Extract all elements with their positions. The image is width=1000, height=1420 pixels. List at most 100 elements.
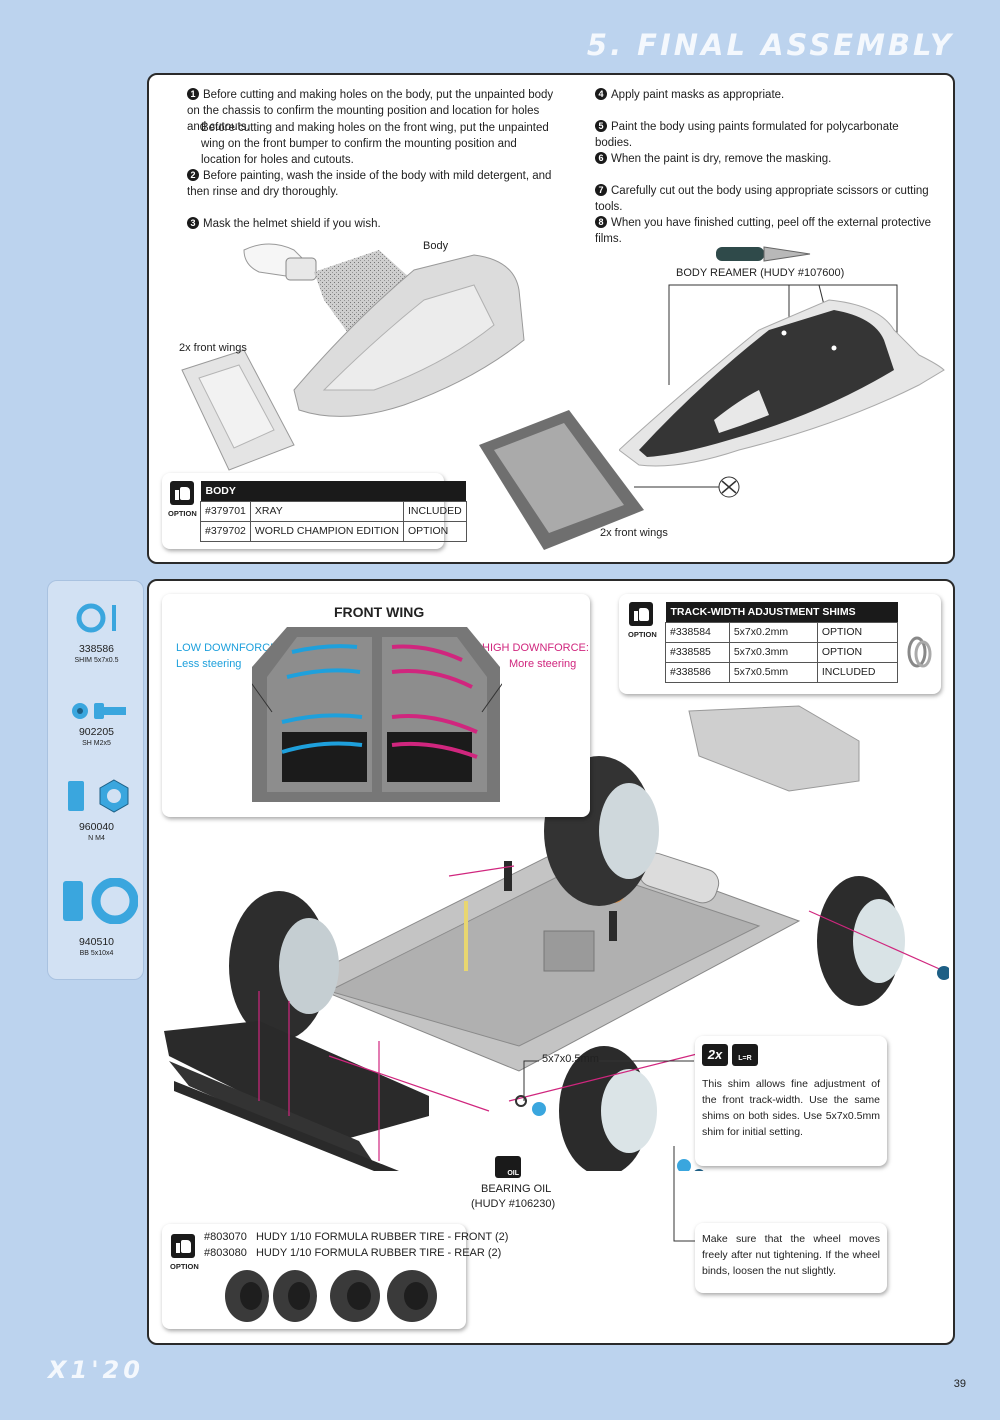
step-number: 6: [595, 152, 607, 164]
front-wing-card: FRONT WING LOW DOWNFORCE: Less steering …: [162, 594, 590, 817]
shim-note-text: This shim allows fine adjustment of the …: [702, 1078, 880, 1138]
table-row: #338584 5x7x0.2mm OPTION: [665, 621, 899, 643]
part-code: #338585: [665, 641, 730, 663]
part-code: #338584: [665, 621, 730, 643]
oil-icon: OIL: [495, 1156, 521, 1178]
table-row: #379701 XRAY INCLUDED: [200, 500, 467, 522]
front-wings-sheet-illustration: [479, 410, 740, 550]
shim-stack-icon: [907, 636, 932, 668]
step-number: 1: [187, 88, 199, 100]
part-code: #379701: [200, 500, 251, 522]
table-header: TRACK-WIDTH ADJUSTMENT SHIMS: [665, 602, 898, 622]
wheel-note-card: Make sure that the wheel moves freely af…: [695, 1223, 887, 1293]
part-code: #338586: [665, 661, 730, 683]
thumbs-up-icon: [170, 481, 194, 505]
part-code: #379702: [200, 520, 251, 542]
step-4: 4 Apply paint masks as appropriate.: [595, 87, 935, 103]
part-description: BB 5x10x4: [79, 950, 114, 957]
step-number: 2: [187, 169, 199, 181]
part-name: WORLD CHAMPION EDITION: [249, 520, 404, 542]
body-reamer-icon: [716, 246, 811, 262]
part-status: OPTION: [402, 520, 467, 542]
part-size: 5x7x0.5mm: [728, 661, 818, 683]
screw-icon: [72, 703, 126, 719]
shim-callout-line: [523, 1060, 694, 1101]
front-wings-label-2: 2x front wings: [600, 527, 668, 539]
option-label: OPTION: [170, 1262, 199, 1271]
part-number: 940510: [78, 936, 115, 948]
reamer-label: BODY REAMER (HUDY #107600): [676, 267, 845, 279]
shim-icon: [76, 603, 116, 633]
front-wing-title: FRONT WING: [334, 604, 425, 620]
left-equals-right-icon: L=R: [732, 1044, 758, 1066]
step-text: Carefully cut out the body using appropr…: [595, 185, 929, 213]
thumbs-up-icon: [171, 1234, 195, 1258]
step-1b: Before cutting and making holes on the f…: [201, 120, 557, 168]
two-x-icon: 2x: [702, 1044, 728, 1066]
wheel-note-line: [673, 1146, 695, 1242]
front-wing-illustration: [252, 627, 502, 802]
step-text: Apply paint masks as appropriate.: [611, 89, 785, 101]
body-option-table: BODY #379701 XRAY INCLUDED #379702 WORLD…: [200, 481, 467, 542]
tires-illustration: [225, 1270, 437, 1322]
table-row: #338585 5x7x0.3mm OPTION: [665, 641, 899, 663]
body-option-card: OPTION BODY #379701 XRAY INCLUDED #37970…: [162, 473, 467, 549]
step-text: Before painting, wash the inside of the …: [187, 170, 552, 198]
step-3: 3 Mask the helmet shield if you wish.: [187, 216, 557, 232]
wheel-assembly-panel: FRONT WING LOW DOWNFORCE: Less steering …: [147, 579, 955, 1345]
part-status: INCLUDED: [816, 661, 899, 683]
step-number: 8: [595, 216, 607, 228]
bearing-oil-label: BEARING OIL: [481, 1183, 552, 1195]
tire-rear-line: #803080 HUDY 1/10 FORMULA RUBBER TIRE - …: [204, 1247, 502, 1259]
bearing-oil-code: (HUDY #106230): [471, 1198, 556, 1210]
wheel-note-text: Make sure that the wheel moves freely af…: [702, 1233, 880, 1277]
part-number: 960040: [78, 821, 115, 833]
shim-callout-label: 5x7x0.5mm: [542, 1053, 599, 1065]
ball-bearing-icon: [63, 878, 138, 924]
option-label: OPTION: [168, 509, 197, 518]
painted-body-illustration: [619, 284, 945, 467]
part-description: N M4: [88, 835, 105, 842]
part-number: 902205: [78, 726, 115, 738]
parts-sidebar: 338586 SHIM 5x7x0.5 902205 SH M2x5 96004…: [47, 580, 144, 980]
step-text: Paint the body using paints formulated f…: [595, 121, 899, 149]
part-status: INCLUDED: [402, 500, 467, 522]
part-description: SH M2x5: [82, 740, 111, 747]
page-number: 39: [953, 1378, 966, 1390]
front-wings-label: 2x front wings: [179, 342, 247, 354]
shims-option-card: OPTION TRACK-WIDTH ADJUSTMENT SHIMS #338…: [619, 594, 941, 694]
shim-note-card: 2x L=R This shim allows fine adjustment …: [695, 1036, 887, 1166]
part-status: OPTION: [816, 621, 899, 643]
part-number: 338586: [78, 643, 115, 655]
table-row: #379702 WORLD CHAMPION EDITION OPTION: [200, 520, 467, 542]
part-size: 5x7x0.2mm: [728, 621, 818, 643]
option-label: OPTION: [628, 630, 657, 639]
section-title: 5. FINAL ASSEMBLY: [586, 28, 954, 62]
part-name: XRAY: [249, 500, 404, 522]
table-header: BODY: [200, 481, 467, 501]
step-text: Before cutting and making holes on the b…: [187, 89, 554, 133]
part-status: OPTION: [816, 641, 899, 663]
step-text: When you have finished cutting, peel off…: [595, 217, 932, 245]
chassis-illustration: [164, 705, 949, 1171]
high-downforce-label: HIGH DOWNFORCE:: [482, 642, 589, 654]
high-downforce-subtext: More steering: [509, 658, 577, 670]
step-text: Mask the helmet shield if you wish.: [203, 218, 381, 230]
part-description: SHIM 5x7x0.5: [74, 657, 119, 664]
step-number: 7: [595, 184, 607, 196]
nut-icon: [68, 779, 129, 813]
unpainted-body-illustration: [181, 243, 525, 471]
shims-option-table: TRACK-WIDTH ADJUSTMENT SHIMS #338584 5x7…: [665, 602, 899, 683]
product-logo: X1'20: [48, 1356, 144, 1384]
thumbs-up-icon: [629, 602, 653, 626]
step-number: 3: [187, 217, 199, 229]
step-text: When the paint is dry, remove the maskin…: [611, 153, 832, 165]
step-number: 4: [595, 88, 607, 100]
oil-icon-text: OIL: [507, 1170, 519, 1177]
